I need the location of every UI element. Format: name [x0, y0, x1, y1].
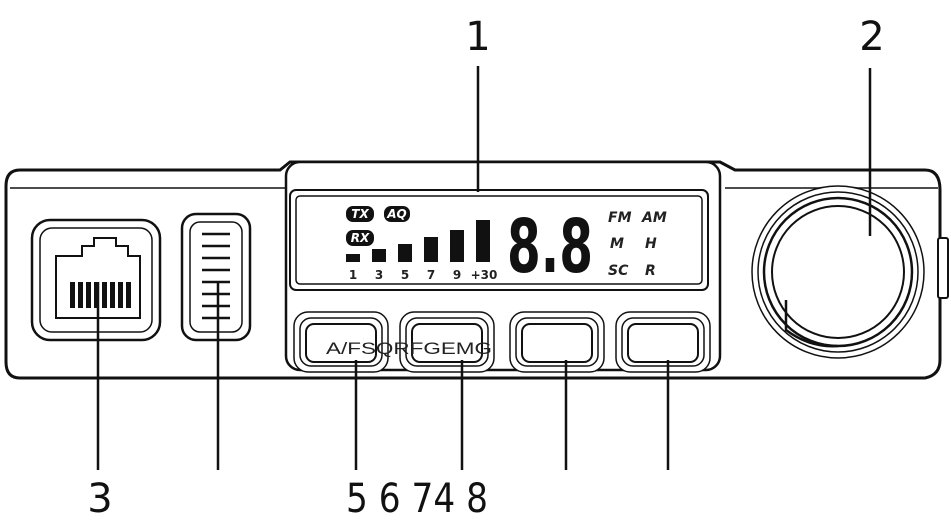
- rx-indicator: [346, 230, 374, 246]
- signal-bar: [398, 244, 412, 262]
- rx-label: RX: [351, 231, 370, 245]
- mic-jack[interactable]: [30, 218, 162, 342]
- signal-scale: 1 3 5 7 9 +30: [349, 268, 498, 282]
- channel-knob[interactable]: [751, 185, 925, 359]
- mode-m: M: [610, 236, 624, 252]
- callout-1: 1: [465, 14, 490, 60]
- signal-meter: [346, 220, 490, 262]
- signal-bar: [372, 249, 386, 262]
- button-1[interactable]: [293, 311, 389, 373]
- scale-label: +30: [471, 268, 498, 282]
- signal-bar: [424, 237, 438, 262]
- channel-digits: 8.8: [507, 204, 593, 290]
- mode-r: R: [645, 263, 656, 279]
- signal-bar: [476, 220, 490, 262]
- callout-bottom: 5 6 74 8: [346, 476, 488, 520]
- mode-am: AM: [641, 210, 667, 226]
- scale-label: 1: [349, 268, 357, 282]
- button-4[interactable]: [615, 311, 711, 373]
- signal-bar: [346, 254, 360, 262]
- jack-pins: [70, 282, 131, 308]
- volume-wheel[interactable]: [180, 212, 252, 342]
- mode-fm: FM: [608, 210, 632, 226]
- mode-h: H: [645, 236, 657, 252]
- signal-bar: [450, 230, 464, 262]
- tx-indicator: [346, 206, 374, 222]
- knob-indicator-arc: [784, 300, 839, 348]
- button-3[interactable]: [509, 311, 605, 373]
- button-labels: A/FSQRFGEMG: [326, 339, 492, 358]
- callout-3: 3: [87, 476, 112, 520]
- callout-2: 2: [859, 14, 884, 60]
- aq-indicator: [384, 206, 410, 222]
- mode-sc: SC: [608, 263, 629, 279]
- scale-label: 7: [427, 268, 435, 282]
- scale-label: 3: [375, 268, 383, 282]
- aq-label: AQ: [386, 207, 407, 221]
- leader-lines: [96, 66, 872, 470]
- side-connector: [937, 237, 949, 299]
- wheel-ridges: [202, 232, 230, 320]
- tx-label: TX: [351, 207, 369, 221]
- scale-label: 9: [453, 268, 461, 282]
- button-2[interactable]: [399, 311, 495, 373]
- scale-label: 5: [401, 268, 409, 282]
